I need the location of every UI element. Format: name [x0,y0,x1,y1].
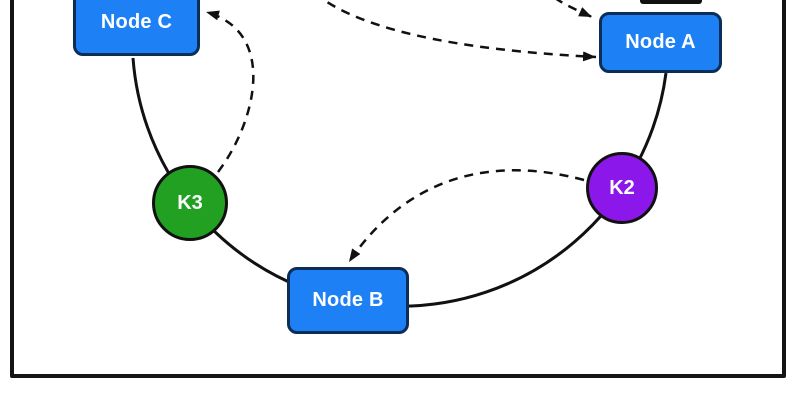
node-a-label: Node A [625,31,696,53]
key-k2-circle: K2 [586,152,658,224]
cropped-shape-top-edge [640,0,702,4]
diagram-border-frame [10,0,786,378]
node-b-box: Node B [287,267,409,334]
node-c-label: Node C [100,10,173,33]
key-k3-circle: K3 [152,165,228,241]
key-k3-label: K3 [177,191,203,214]
key-k2-label: K2 [609,176,635,199]
node-c-box: Node C [73,0,200,56]
node-a-box: Node A [599,12,722,73]
node-b-label: Node B [312,289,384,311]
